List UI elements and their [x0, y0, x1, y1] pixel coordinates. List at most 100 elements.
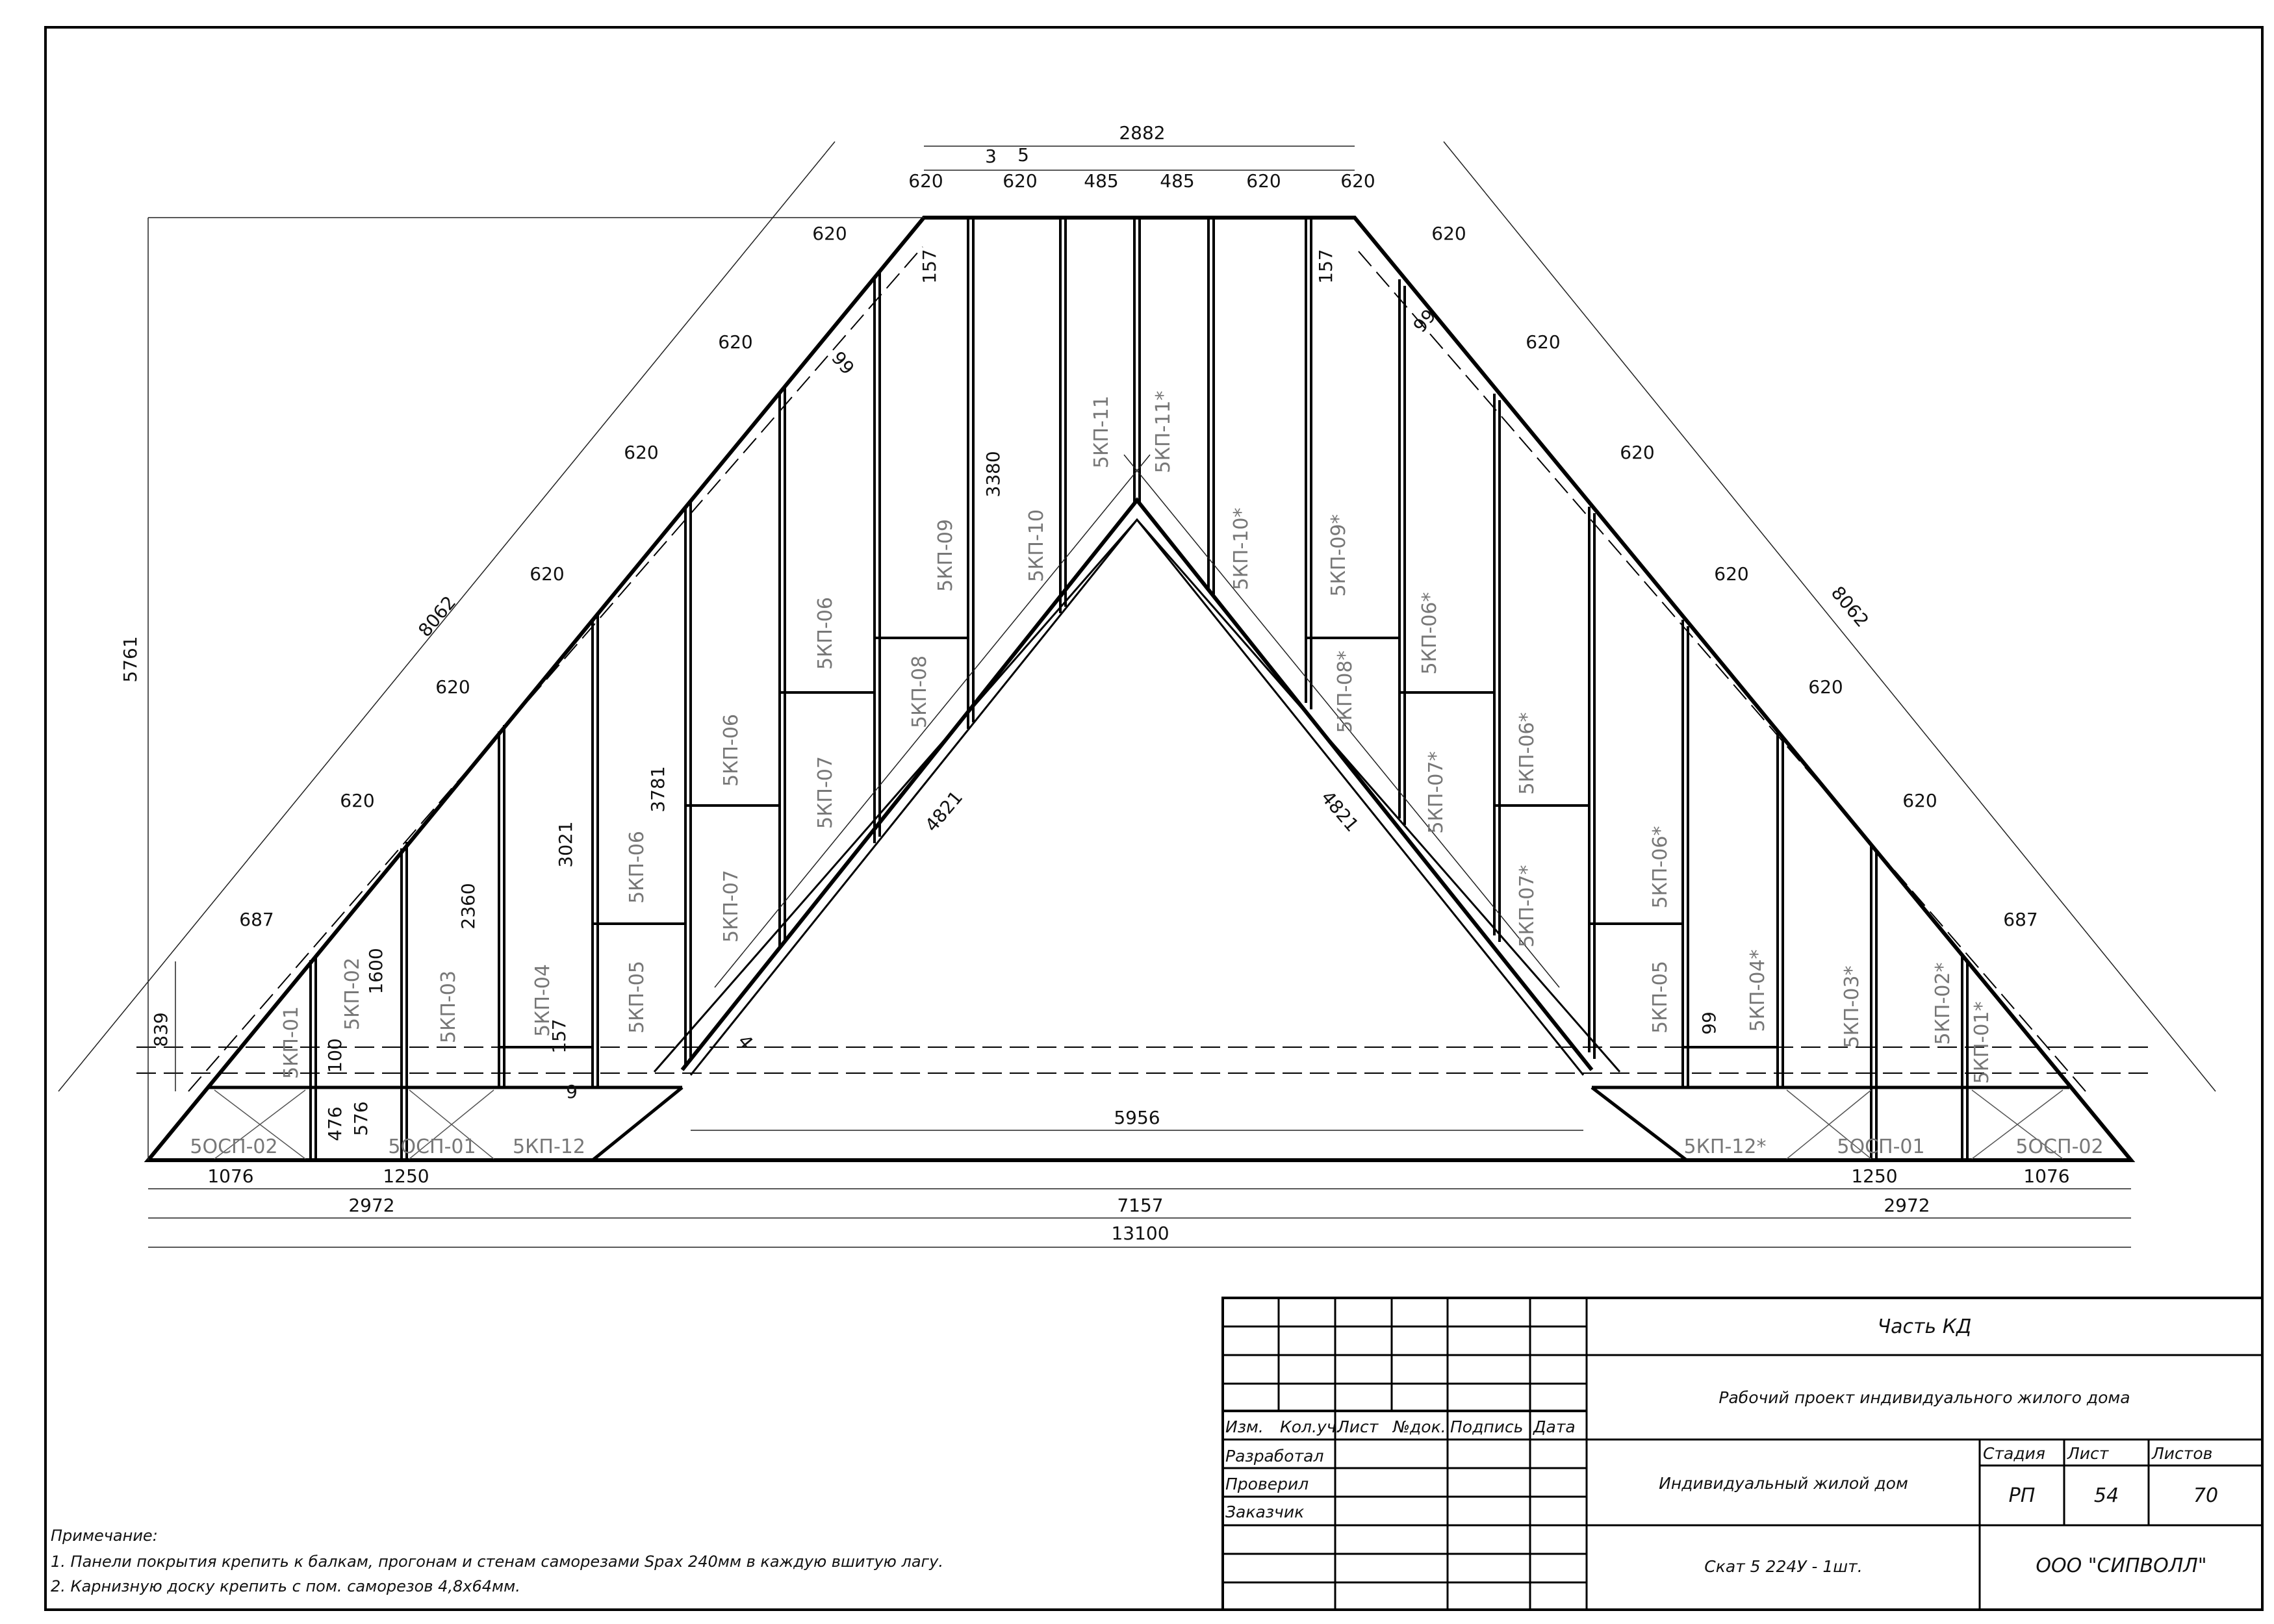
dim-small: 476: [324, 1106, 346, 1141]
dim-vertical: 3380: [982, 451, 1004, 497]
panel-label: 5КП-06*: [1516, 713, 1539, 795]
dim-top-seg: 485: [1160, 170, 1194, 192]
panel-label: 5КП-05: [1649, 961, 1672, 1034]
dim-bottom: 2972: [1884, 1195, 1930, 1216]
dim-inner-right: 4821: [1317, 787, 1363, 836]
tb-project: Рабочий проект индивидуального жилого до…: [1718, 1388, 2130, 1407]
dim-inner-left: 4821: [921, 787, 967, 836]
dim-bottom: 7157: [1117, 1195, 1163, 1216]
panel-label: 5КП-06: [720, 714, 743, 787]
tb-col-header: Изм.: [1225, 1417, 1264, 1436]
dim-vertical: 2360: [457, 883, 479, 929]
dim-bottom: 1250: [1851, 1165, 1897, 1187]
eaves-hatching: [214, 1089, 2063, 1160]
dim-top-seg: 620: [1003, 170, 1037, 192]
tb-col-header: №док.: [1392, 1417, 1446, 1436]
eaves-label: 5ОСП-01: [1837, 1136, 1924, 1158]
note-1: 1. Панели покрытия крепить к балкам, про…: [51, 1553, 943, 1571]
notes: Примечание: 1. Панели покрытия крепить к…: [51, 1527, 943, 1595]
dim-stair: 620: [812, 223, 847, 244]
dim-stair: 620: [530, 563, 564, 585]
inner-opening-edge-3: [653, 518, 1621, 1072]
panel-label: 5КП-07: [814, 756, 837, 829]
dim-small: 157: [919, 249, 940, 283]
dim-stair: 620: [1902, 790, 1937, 811]
panel-label: 5КП-04*: [1746, 950, 1769, 1032]
dim-small: 99: [827, 348, 858, 379]
panel-joints-right: [1207, 218, 1969, 1160]
notes-heading: Примечание:: [51, 1527, 158, 1545]
dim-small: 576: [350, 1101, 372, 1136]
panel-label: 5КП-01*: [1971, 1002, 1993, 1084]
dim-top-seg: 620: [1340, 170, 1375, 192]
dim-stair: 620: [1431, 223, 1466, 244]
tb-col-header: Подпись: [1450, 1417, 1523, 1436]
dim-bottom-total: 13100: [1111, 1223, 1169, 1244]
dim-small: 99: [1409, 305, 1440, 337]
dim-offset: 3: [985, 146, 997, 167]
dim-stair: 620: [1620, 442, 1654, 463]
tb-stage-label: Стадия: [1983, 1444, 2045, 1463]
panel-label: 5КП-07*: [1516, 865, 1539, 948]
panel-joints-left: [309, 218, 1141, 1160]
dim-stair: 620: [1808, 676, 1843, 698]
tb-drawing: Скат 5 224У - 1шт.: [1704, 1557, 1862, 1576]
dim-bottom: 1076: [207, 1165, 253, 1187]
dim-top-seg: 485: [1084, 170, 1118, 192]
dimension-lines: [58, 141, 2216, 1248]
inner-opening-edge: [680, 497, 1594, 1071]
eaves-label: 5ОСП-02: [2015, 1136, 2103, 1158]
panel-label: 5КП-11: [1090, 396, 1113, 468]
dim-bottom: 1076: [2023, 1165, 2069, 1187]
dim-step: 5: [1017, 144, 1029, 166]
tb-company: ООО "СИПВОЛЛ": [2036, 1554, 2206, 1577]
dim-vertical: 1600: [365, 948, 387, 994]
dim-stair: 620: [624, 442, 658, 463]
eaves-label: 5ОСП-01: [388, 1136, 476, 1158]
panel-label: 5КП-10*: [1230, 508, 1253, 590]
panel-label: 5КП-04: [531, 964, 554, 1037]
dim-small: 157: [1315, 249, 1336, 283]
dim-stair: 620: [1714, 563, 1748, 585]
tb-col-header: Дата: [1533, 1417, 1576, 1436]
dim-top-seg: 620: [908, 170, 943, 192]
panel-label: 5КП-09*: [1327, 514, 1350, 597]
panel-labels: 5КП-01 5КП-02 5КП-03 5КП-04 5КП-05 5КП-0…: [190, 391, 2103, 1158]
dim-bottom: 1250: [383, 1165, 429, 1187]
panel-label: 5КП-09: [934, 519, 957, 592]
eaves-label: 5ОСП-02: [190, 1136, 277, 1158]
dim-small: 9: [566, 1081, 578, 1102]
dim-top-seg: 620: [1246, 170, 1281, 192]
dim-small: 99: [1698, 1011, 1720, 1035]
panel-label: 5КП-12*: [1684, 1136, 1767, 1158]
dim-stair: 620: [340, 790, 374, 811]
tb-role: Заказчик: [1225, 1503, 1304, 1521]
tb-col-header: Лист: [1336, 1417, 1379, 1436]
dim-bottom: 2972: [348, 1195, 394, 1216]
panel-label: 5КП-06*: [1649, 826, 1672, 909]
panel-label: 5КП-03: [437, 971, 460, 1043]
note-2: 2. Карнизную доску крепить с пом. саморе…: [51, 1577, 520, 1595]
panel-label: 5КП-03*: [1841, 966, 1863, 1048]
panel-label: 5КП-08*: [1334, 651, 1357, 733]
tb-sheets: 70: [2193, 1484, 2218, 1507]
panel-splits: [208, 637, 1778, 1089]
panel-label: 5КП-10: [1025, 509, 1048, 582]
dim-small: 100: [324, 1038, 346, 1072]
dim-vertical: 3781: [647, 766, 669, 812]
panel-label: 5КП-06*: [1418, 592, 1441, 675]
dim-height: 5761: [120, 636, 141, 682]
dim-right-slope: 8062: [1827, 582, 1873, 631]
panel-label: 5КП-08: [908, 655, 931, 728]
panel-label: 5КП-11*: [1152, 391, 1175, 474]
tb-section: Часть КД: [1878, 1315, 1972, 1338]
tb-sheets-label: Листов: [2151, 1444, 2212, 1463]
panel-label: 5КП-06: [626, 831, 648, 904]
dim-stair: 687: [239, 909, 274, 930]
dim-vertical: 839: [150, 1012, 172, 1047]
panel-label: 5КП-12: [513, 1136, 585, 1158]
dim-inner-span: 5956: [1114, 1107, 1160, 1128]
tb-col-header: Кол.уч.: [1280, 1417, 1341, 1436]
title-block: Изм. Кол.уч. Лист №док. Подпись Дата Раз…: [1221, 1297, 2264, 1611]
